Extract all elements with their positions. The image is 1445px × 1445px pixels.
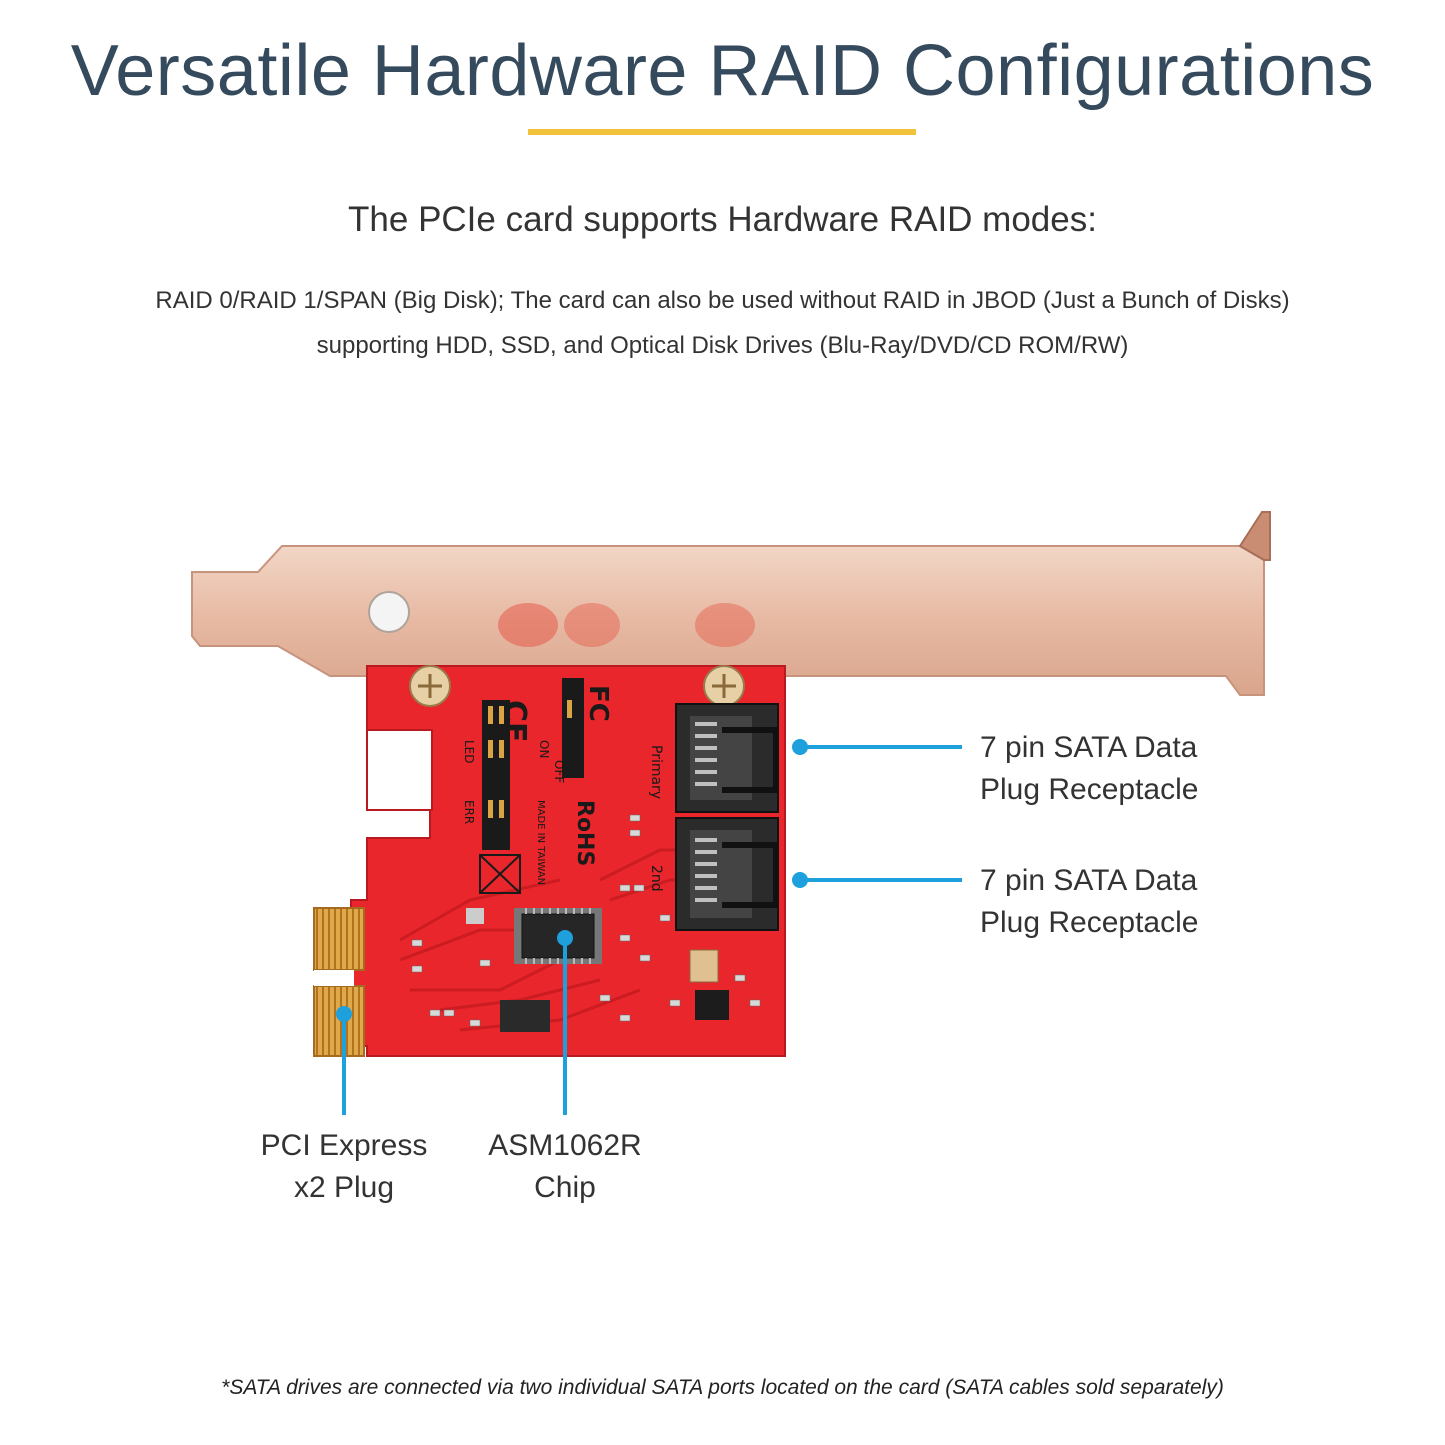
sata-connector-top	[675, 703, 779, 813]
second-port-mark: 2nd	[648, 865, 664, 892]
description-line-2: supporting HDD, SSD, and Optical Disk Dr…	[316, 332, 1129, 359]
pcie-gold-fingers	[313, 907, 365, 1057]
rohs-mark: RoHS	[572, 800, 597, 866]
raid-modes-subtitle: The PCIe card supports Hardware RAID mod…	[348, 200, 1097, 239]
callout-sata-bottom: 7 pin SATA Data Plug Receptacle	[980, 860, 1198, 944]
callout-dot-sata-bottom	[792, 872, 808, 888]
fcc-mark: FC	[583, 685, 613, 722]
made-in-mark: MADE IN TAIWAN	[535, 800, 546, 885]
description-line-1: RAID 0/RAID 1/SPAN (Big Disk); The card …	[155, 287, 1290, 314]
on-mark: ON	[537, 740, 551, 758]
callout-dot-sata-top	[792, 739, 808, 755]
led-mark: LED	[462, 740, 476, 764]
primary-port-mark: Primary	[648, 745, 664, 799]
err-mark: ERR	[462, 800, 476, 824]
board-markings: CE FC RoHS MADE IN TAIWAN Primary 2nd ON…	[462, 685, 664, 894]
callout-pcie-plug: PCI Express x2 Plug	[244, 1125, 444, 1209]
callout-lines	[336, 739, 962, 1115]
callout-sata-top-line-1: 7 pin SATA Data	[980, 731, 1198, 764]
raid-modes-description: RAID 0/RAID 1/SPAN (Big Disk); The card …	[100, 278, 1345, 368]
callout-dot-pcie	[336, 1006, 352, 1022]
mounting-bracket	[191, 511, 1271, 696]
sata-connector-bottom	[675, 817, 779, 931]
footnote: *SATA drives are connected via two indiv…	[221, 1376, 1224, 1399]
callout-pcie-line-1: PCI Express	[260, 1129, 428, 1162]
callout-sata-bottom-line-2: Plug Receptacle	[980, 906, 1199, 939]
callout-chip-line-1: ASM1062R	[488, 1129, 642, 1162]
callout-chip-line-2: Chip	[534, 1171, 596, 1204]
callout-dot-chip	[557, 930, 573, 946]
page-title: Versatile Hardware RAID Configurations	[70, 31, 1375, 111]
jumper-headers	[482, 678, 584, 850]
callout-pcie-line-2: x2 Plug	[293, 1171, 395, 1204]
title-underline	[528, 129, 916, 135]
callout-sata-bottom-line-1: 7 pin SATA Data	[980, 864, 1198, 897]
callout-sata-top: 7 pin SATA Data Plug Receptacle	[980, 727, 1198, 811]
callout-chip: ASM1062R Chip	[465, 1125, 665, 1209]
smd-components	[411, 814, 761, 1027]
callout-sata-top-line-2: Plug Receptacle	[980, 773, 1199, 806]
asm1062r-chip	[466, 908, 729, 1032]
